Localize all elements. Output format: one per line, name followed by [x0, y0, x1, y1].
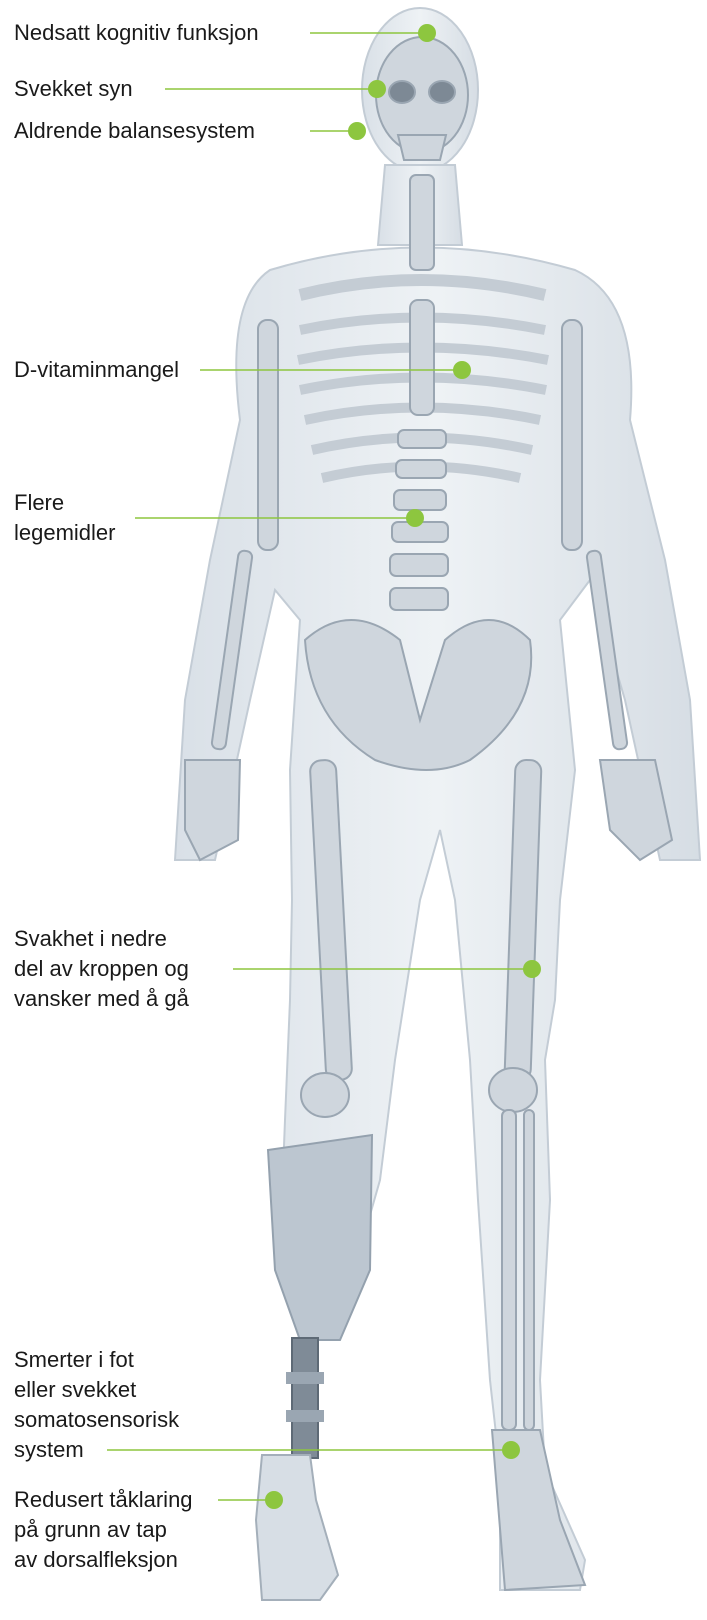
label-vision: Svekket syn — [14, 74, 133, 104]
marker-dot-vision — [368, 80, 386, 98]
marker-dot-lower-body — [523, 960, 541, 978]
label-balance: Aldrende balansesystem — [14, 116, 255, 146]
prosthesis — [256, 1135, 372, 1600]
marker-dot-foot-pain — [502, 1441, 520, 1459]
label-cognitive: Nedsatt kognitiv funksjon — [14, 18, 259, 48]
label-medications: Flere legemidler — [14, 488, 116, 548]
label-lower-body: Svakhet i nedre del av kroppen og vanske… — [14, 924, 189, 1014]
marker-dot-toe-clearance — [265, 1491, 283, 1509]
marker-dot-cognitive — [418, 24, 436, 42]
marker-dot-balance — [348, 122, 366, 140]
label-vitamin-d: D-vitaminmangel — [14, 355, 179, 385]
marker-dot-vitamin-d — [453, 361, 471, 379]
label-foot-pain: Smerter i fot eller svekket somatosensor… — [14, 1345, 179, 1465]
label-toe-clearance: Redusert tåklaring på grunn av tap av do… — [14, 1485, 193, 1575]
marker-dot-medications — [406, 509, 424, 527]
